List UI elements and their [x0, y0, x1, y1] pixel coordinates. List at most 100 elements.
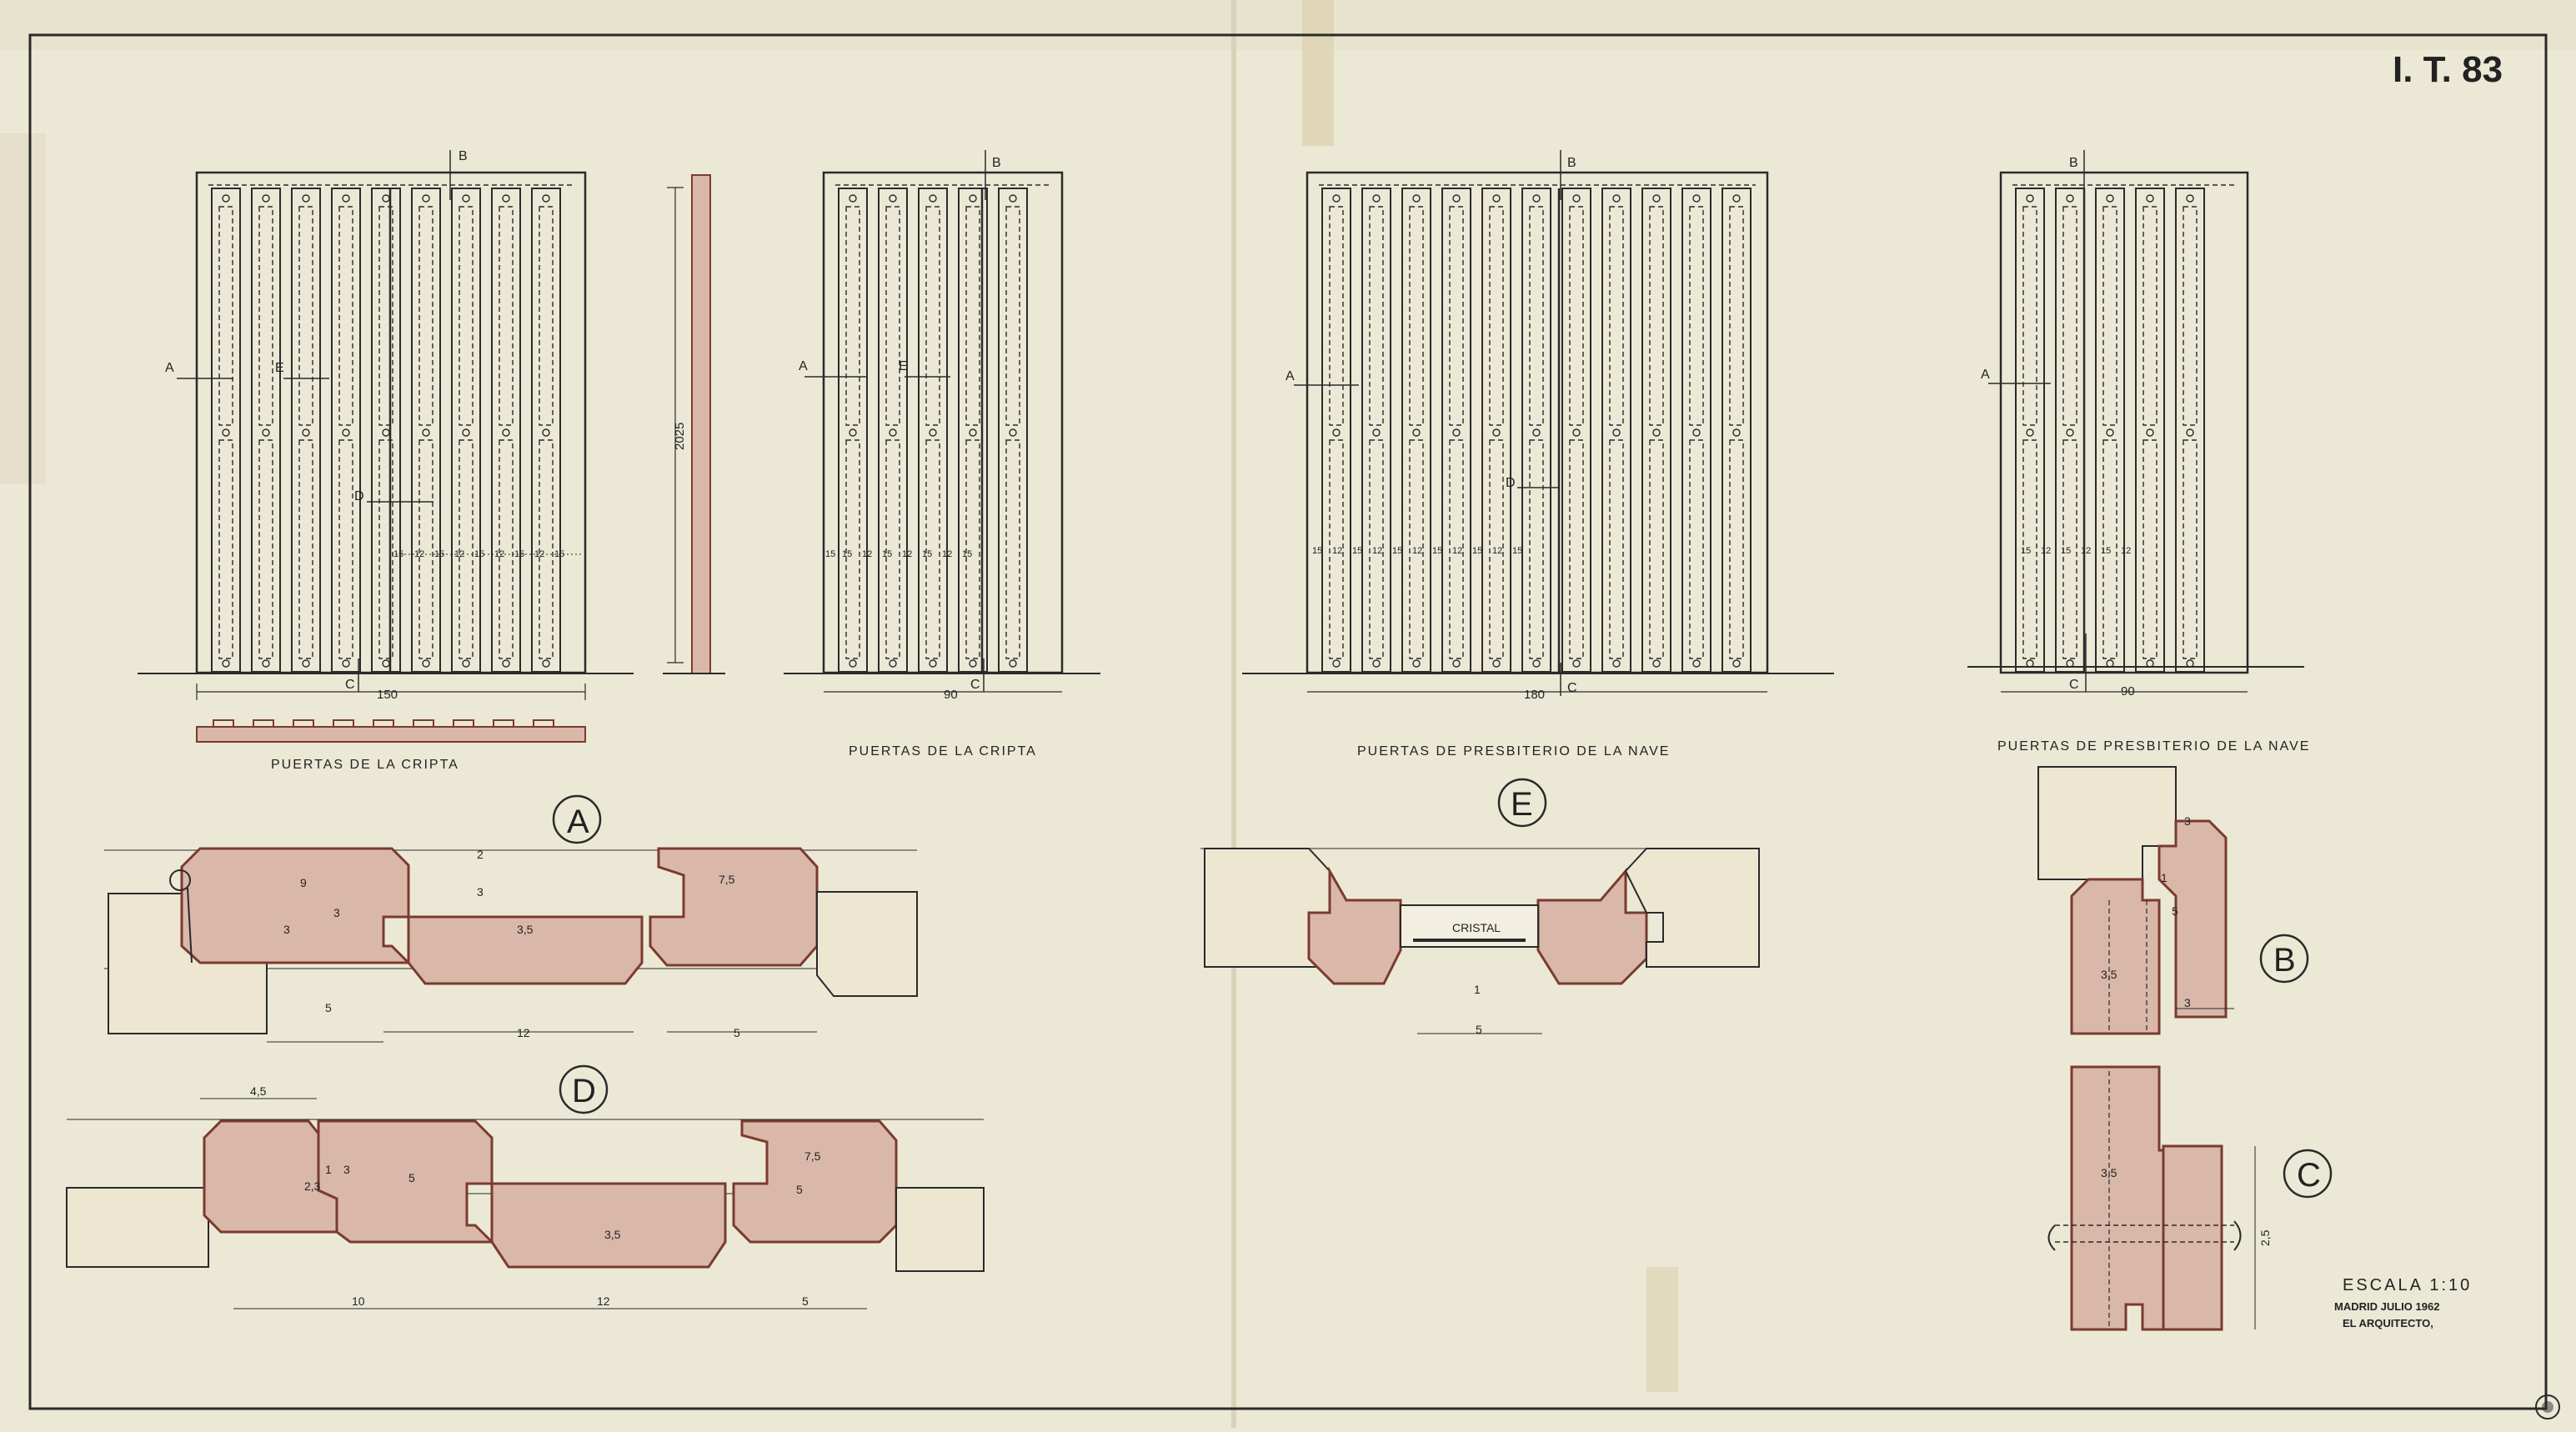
section-marker-a: A — [165, 361, 174, 375]
section-marker-e: E — [899, 359, 908, 373]
tape-stain — [1302, 0, 1334, 146]
detail-label: B — [2273, 942, 2296, 979]
strip-dim: 15 — [1512, 546, 1522, 556]
dim-label: 12 — [517, 1026, 530, 1039]
dim-label: 5 — [325, 1001, 332, 1014]
strip-dim: 15 — [554, 549, 564, 559]
strip-dim: 12 — [454, 549, 464, 559]
strip-dim: 12 — [862, 549, 872, 559]
strip-dim: 15 — [2021, 546, 2031, 556]
elevation-caption: PUERTAS DE LA CRIPTA — [271, 758, 459, 772]
strip-dim: 12 — [1332, 546, 1342, 556]
dim-label: 3,5 — [604, 1228, 621, 1241]
section-marker-d: D — [1506, 476, 1516, 490]
tape-stain — [1646, 1267, 1678, 1392]
strip-dim: 15 — [1432, 546, 1442, 556]
detail-d: D 4,5 7,5 2,3 1 3 5 3,5 5 10 12 5 — [66, 1064, 985, 1309]
section-marker-b: B — [2069, 156, 2078, 170]
strip-dim: 12 — [2081, 546, 2091, 556]
strip-dim: 15 — [514, 549, 524, 559]
strip-dim: 12 — [902, 549, 912, 559]
dim-label: 7,5 — [804, 1149, 821, 1163]
detail-e: E CRISTAL 1 5 — [1200, 778, 1760, 1036]
section-marker-d: D — [354, 489, 364, 503]
elevation-presbiterio-90: 90 15 12 15 12 15 12 B A C PUERTAS DE PR… — [1967, 150, 2308, 754]
detail-c: C 3,5 2,5 — [2047, 1065, 2333, 1331]
section-marker-b: B — [992, 156, 1001, 170]
dim-label: 2,3 — [304, 1179, 321, 1193]
detail-label: E — [1511, 786, 1533, 823]
dim-label: 5 — [796, 1183, 803, 1196]
elevation-caption: PUERTAS DE LA CRIPTA — [849, 744, 1037, 759]
width-label: 150 — [377, 688, 398, 702]
dim-label: 9 — [300, 876, 307, 889]
dim-label: 3,5 — [517, 923, 534, 936]
strip-dim: 12 — [1372, 546, 1382, 556]
height-label: 2025 — [673, 423, 687, 450]
strip-dim: 15 — [393, 549, 403, 559]
dim-label: 3 — [283, 923, 290, 936]
plan-section — [196, 726, 586, 743]
glass-label: CRISTAL — [1452, 921, 1501, 934]
strip-dim: 12 — [1412, 546, 1422, 556]
strip-dim: 12 — [414, 549, 424, 559]
title-block: ESCALA 1:10 MADRID JULIO 1962 EL ARQUITE… — [2334, 1276, 2469, 1329]
elevation-cripta-150: 150 15 12 15 12 15 12 15 12 15 B A E D C… — [138, 149, 634, 772]
dim-label: 5 — [408, 1171, 415, 1184]
dim-label: 12 — [597, 1294, 610, 1308]
strip-dim: 15 — [1352, 546, 1362, 556]
section-marker-c: C — [970, 678, 980, 692]
dim-label: 3 — [343, 1163, 350, 1176]
section-marker-a: A — [1285, 369, 1295, 383]
detail-a: A 9 3 3 2 3 3,5 7,5 5 12 5 — [104, 794, 918, 1043]
detail-label: D — [572, 1073, 596, 1109]
dim-label: 3 — [2184, 996, 2191, 1009]
elevation-presbiterio-180: 180 15 12 15 12 15 12 15 12 15 12 15 B A… — [1242, 150, 1834, 759]
dim-label: 10 — [352, 1294, 365, 1308]
strip-dim: 15 — [1312, 546, 1322, 556]
width-label: 90 — [944, 688, 958, 702]
dim-label: 5 — [2172, 904, 2178, 918]
section-marker-a: A — [1981, 368, 1990, 382]
strip-dim: 12 — [942, 549, 952, 559]
strip-dim: 12 — [534, 549, 544, 559]
section-marker-c: C — [1567, 681, 1577, 695]
strip-dim: 12 — [2041, 546, 2051, 556]
section-marker-c: C — [2069, 678, 2079, 692]
strip-dim: 15 — [842, 549, 852, 559]
dim-label: 3 — [333, 906, 340, 919]
strip-dim: 15 — [2101, 546, 2111, 556]
width-label: 180 — [1524, 688, 1545, 702]
strip-dim: 12 — [1492, 546, 1502, 556]
strip-dim: 15 — [825, 549, 835, 559]
elevation-caption: PUERTAS DE PRESBITERIO DE LA NAVE — [1357, 744, 1670, 759]
strip-dim: 15 — [1472, 546, 1482, 556]
strip-dim: 15 — [474, 549, 484, 559]
dim-label: 2,5 — [2258, 1229, 2272, 1246]
dim-label: 7,5 — [719, 873, 735, 886]
sheet-code: I. T. 83 — [2393, 49, 2503, 90]
strip-dim: 15 — [434, 549, 444, 559]
dim-label: 4,5 — [250, 1084, 267, 1098]
dim-label: 3,5 — [2101, 968, 2117, 981]
strip-dim: 12 — [1452, 546, 1462, 556]
detail-b: B 3 1 5 3,5 3 — [2037, 766, 2309, 1035]
section-marker-a: A — [799, 359, 808, 373]
section-marker-e: E — [275, 361, 284, 375]
strip-dim: 15 — [882, 549, 892, 559]
elevation-cripta-90: 90 15 15 12 15 12 15 12 15 B A E C PUERT… — [784, 150, 1100, 759]
dim-label: 5 — [734, 1026, 740, 1039]
width-label: 90 — [2121, 684, 2135, 698]
strip-dim: 12 — [494, 549, 504, 559]
side-section: 2025 — [663, 174, 725, 674]
strip-dim: 15 — [922, 549, 932, 559]
strip-dim: 15 — [962, 549, 972, 559]
dim-label: 5 — [802, 1294, 809, 1308]
signature-label: EL ARQUITECTO, — [2343, 1317, 2433, 1329]
dim-label: 2 — [477, 848, 484, 861]
strip-dim: 15 — [2061, 546, 2071, 556]
section-marker-b: B — [459, 149, 468, 163]
archive-seal — [2535, 1394, 2560, 1419]
section-marker-c: C — [345, 678, 355, 692]
